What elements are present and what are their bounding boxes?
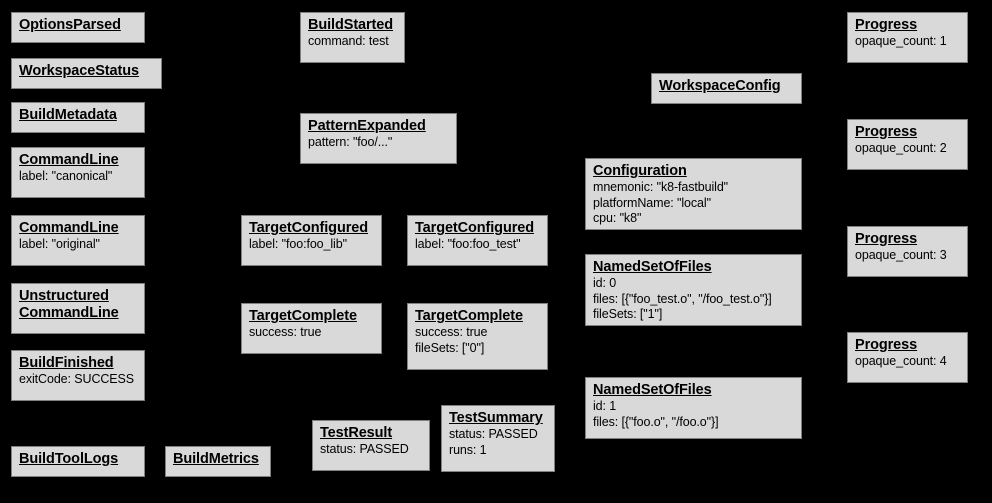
event-node-field: id: 1 (593, 399, 617, 413)
event-node-title: Progress (855, 124, 918, 140)
event-node-field: status: PASSED (320, 442, 409, 456)
event-node-field: id: 0 (593, 276, 617, 290)
event-node-title: CommandLine (19, 220, 119, 236)
event-node-field: platformName: "local" (593, 195, 711, 210)
event-node-build-tool-logs[interactable]: BuildToolLogs (11, 446, 145, 477)
event-node-field: opaque_count: 1 (855, 34, 947, 48)
event-node-unstructured-command-line[interactable]: Unstructured CommandLine (11, 283, 145, 334)
event-node-field: fileSets: ["1"] (593, 307, 663, 321)
event-node-title: PatternExpanded (308, 118, 426, 134)
event-node-field: success: true (415, 325, 488, 339)
event-node-options-parsed[interactable]: OptionsParsed (11, 12, 145, 43)
event-node-field: opaque_count: 2 (855, 141, 947, 155)
event-node-title: BuildMetrics (173, 451, 259, 467)
event-node-field: fileSets: ["0"] (415, 340, 485, 355)
event-node-field: label: "foo:foo_lib" (249, 237, 347, 251)
event-node-field: cpu: "k8" (593, 211, 642, 225)
event-node-title: TestResult (320, 425, 393, 441)
event-node-field: label: "canonical" (19, 169, 113, 183)
event-node-build-metrics[interactable]: BuildMetrics (165, 446, 271, 477)
event-node-field: command: test (308, 34, 389, 48)
event-node-workspace-status[interactable]: WorkspaceStatus (11, 58, 162, 89)
event-node-title: BuildFinished (19, 355, 114, 371)
event-node-title: Progress (855, 337, 918, 353)
event-node-build-metadata[interactable]: BuildMetadata (11, 102, 145, 133)
event-node-title: TargetComplete (415, 308, 523, 324)
event-node-workspace-config[interactable]: WorkspaceConfig (651, 73, 802, 104)
event-node-title: NamedSetOfFiles (593, 382, 712, 398)
event-node-field: mnemonic: "k8-fastbuild" (593, 180, 729, 194)
event-node-field: label: "original" (19, 237, 100, 251)
event-node-field: opaque_count: 4 (855, 354, 947, 368)
event-node-field: files: [{"foo_test.o", "/foo_test.o"}] (593, 291, 772, 306)
event-node-title: TargetComplete (249, 308, 357, 324)
event-node-field: files: [{"foo.o", "/foo.o"}] (593, 414, 719, 429)
event-node-title: WorkspaceConfig (659, 78, 781, 94)
event-node-title: BuildToolLogs (19, 451, 119, 467)
event-node-title: BuildMetadata (19, 107, 117, 123)
event-node-title: TestSummary (449, 410, 543, 426)
event-node-title: Configuration (593, 163, 687, 179)
event-node-title: CommandLine (19, 152, 119, 168)
event-node-field: success: true (249, 325, 322, 339)
event-node-title: Progress (855, 17, 918, 33)
event-node-title: WorkspaceStatus (19, 63, 139, 79)
event-node-field: label: "foo:foo_test" (415, 237, 521, 251)
event-node-field: runs: 1 (449, 442, 487, 457)
event-node-title: Progress (855, 231, 918, 247)
event-node-title: BuildStarted (308, 17, 394, 33)
event-node-title: Unstructured CommandLine (19, 288, 119, 321)
event-node-field: exitCode: SUCCESS (19, 372, 135, 386)
event-node-field: opaque_count: 3 (855, 248, 947, 262)
event-node-field: status: PASSED (449, 427, 538, 441)
event-node-field: pattern: "foo/..." (308, 135, 393, 149)
event-node-title: TargetConfigured (249, 220, 368, 236)
event-node-title: NamedSetOfFiles (593, 259, 712, 275)
event-node-title: TargetConfigured (415, 220, 534, 236)
event-node-title: OptionsParsed (19, 17, 121, 33)
